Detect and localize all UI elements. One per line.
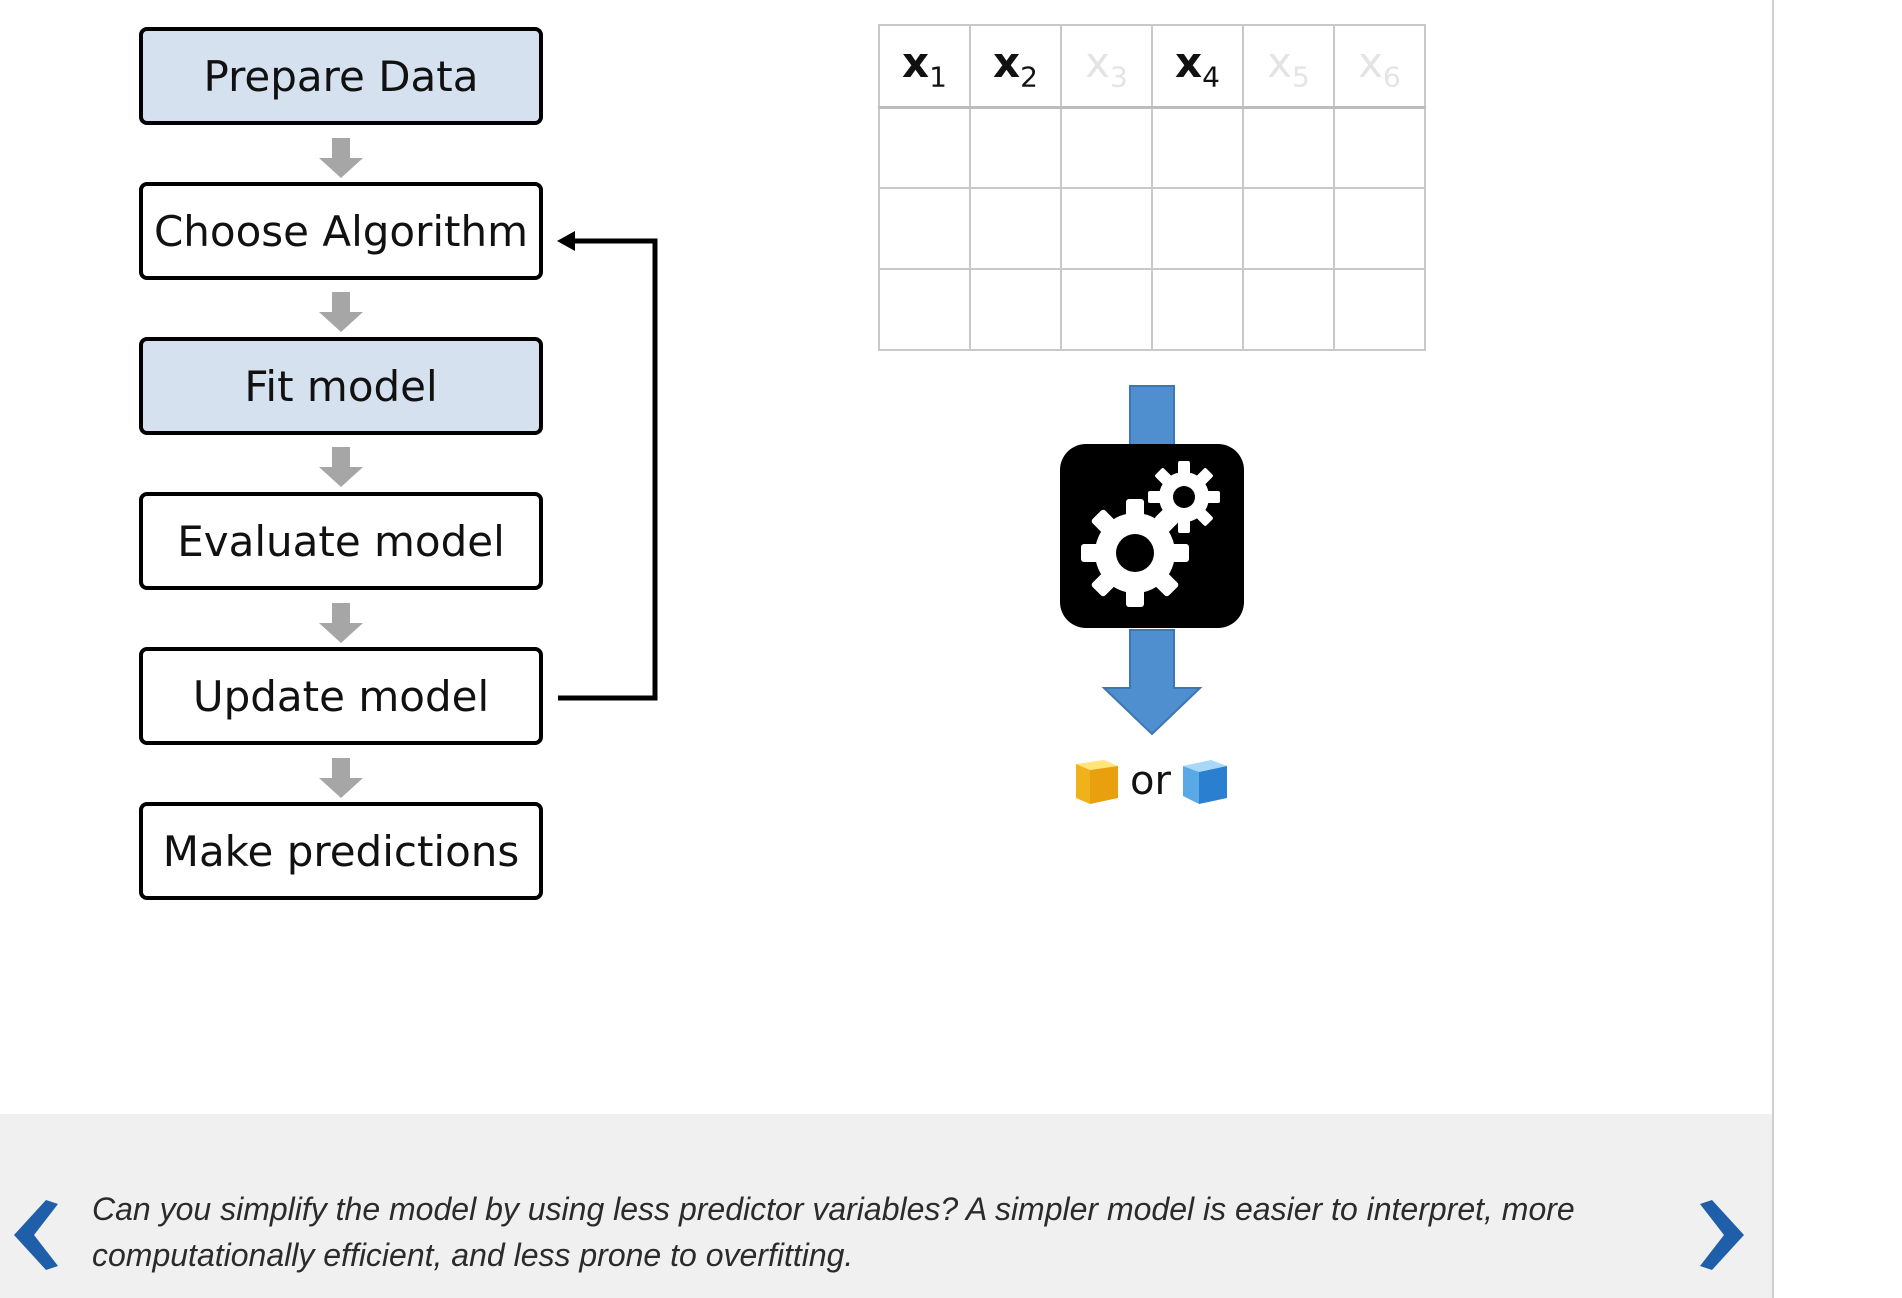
table-cell [878,106,971,189]
step-choose-algorithm: Choose Algorithm [139,182,543,280]
table-cell [1151,268,1244,351]
table-cell [1333,106,1426,189]
step-evaluate-model: Evaluate model [139,492,543,590]
down-arrow-icon [319,292,363,332]
chevron-left-icon[interactable] [8,1200,64,1270]
down-arrow-icon [319,603,363,643]
table-cell [1151,106,1244,189]
table-row [878,268,1426,351]
step-prepare-data: Prepare Data [139,27,543,125]
step-update-model: Update model [139,647,543,745]
content-border [1772,0,1774,1298]
table-cell [1060,187,1153,270]
column-header-x5: x5 [1242,24,1335,109]
table-row [878,187,1426,270]
table-cell [969,268,1062,351]
column-header-x3: x3 [1060,24,1153,109]
down-arrow-icon [319,447,363,487]
table-cell [1242,106,1335,189]
output-or-text: or [1130,758,1171,804]
feedback-loop-arrow [557,231,658,701]
step-fit-model: Fit model [139,337,543,435]
table-cell [1242,268,1335,351]
column-header-x1: x1 [878,24,971,109]
model-output: or [1070,756,1231,806]
table-cell [1060,106,1153,189]
step-make-predictions: Make predictions [139,802,543,900]
table-cell [1151,187,1244,270]
table-cell [878,268,971,351]
table-cell [878,187,971,270]
table-header-row: x1 x2 x3 x4 x5 x6 [878,24,1426,109]
table-row [878,106,1426,189]
column-header-x6: x6 [1333,24,1426,109]
down-arrow-icon [319,138,363,178]
table-cell [969,187,1062,270]
gears-icon [1060,444,1244,628]
yellow-cube-icon [1076,760,1118,804]
caption-footer [0,1114,1772,1298]
table-cell [969,106,1062,189]
table-cell [1333,187,1426,270]
footer-caption: Can you simplify the model by using less… [92,1191,1575,1273]
predictor-table: x1 x2 x3 x4 x5 x6 [878,24,1426,351]
down-arrow-icon [319,758,363,798]
table-cell [1333,268,1426,351]
column-header-x4: x4 [1151,24,1244,109]
table-cell [1242,187,1335,270]
table-cell [1060,268,1153,351]
chevron-right-icon[interactable] [1694,1200,1750,1270]
column-header-x2: x2 [969,24,1062,109]
blue-cube-icon [1182,760,1227,804]
